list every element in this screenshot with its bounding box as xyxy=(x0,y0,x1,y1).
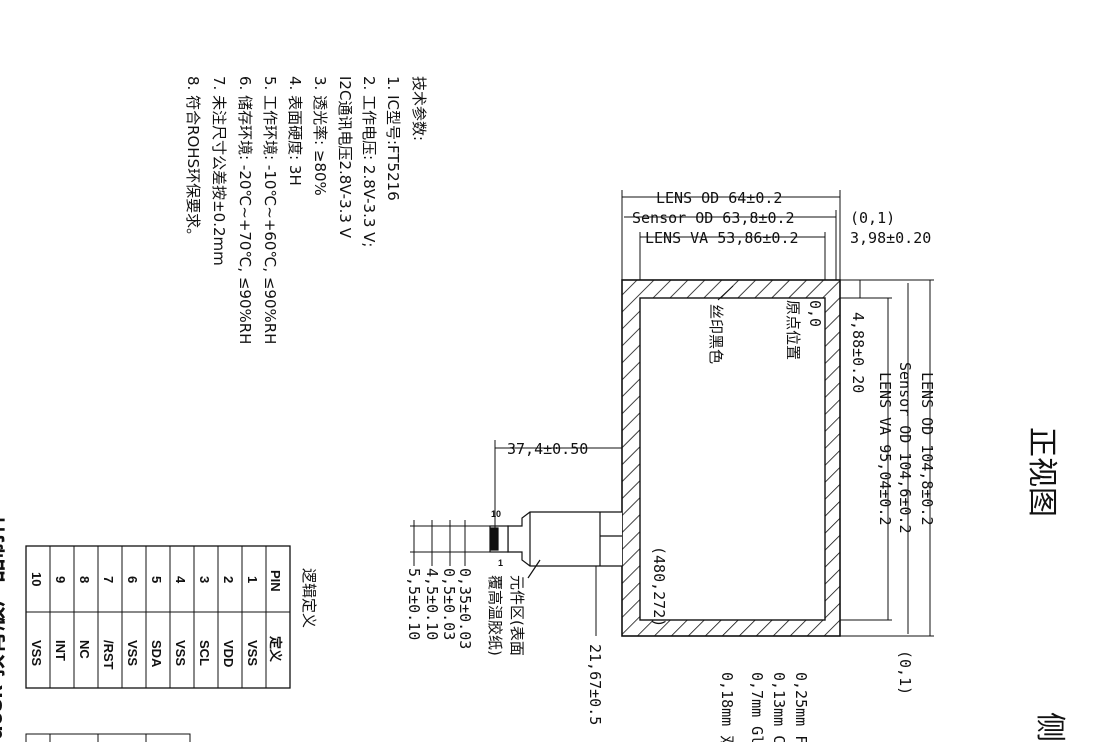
pin-table-header-pin: PIN xyxy=(268,570,283,592)
spec-item: 3. 透光率: ≥80% xyxy=(311,76,329,196)
pin-cell: 4 xyxy=(173,576,188,584)
pin-table-header-def: 定义 xyxy=(268,635,283,663)
watermark-text: desk 教育版产品制作 xyxy=(0,511,8,740)
pin-cell: 8 xyxy=(77,576,92,583)
layer-note: 0,25mm F xyxy=(792,672,810,742)
dim-lens-od-height: LENS OD 104,8±0.2 xyxy=(918,372,936,526)
spec-item: 6. 储存环境: -20℃~+70℃, ≤90%RH xyxy=(236,76,254,344)
dim-sensor-od-height: Sensor OD 104,6±0.2 xyxy=(896,362,914,534)
spec-item: 7. 未注尺寸公差按±0.2mm xyxy=(210,76,228,266)
pin-cell: 10 xyxy=(29,572,44,586)
spec-item: 2. 工作电压: 2.8V-3.3 V; xyxy=(360,76,378,248)
dim-lens-va-width: LENS VA 53,86±0.2 xyxy=(645,229,799,247)
fpc-dimensions xyxy=(410,440,622,636)
spec-item: 1. IC型号:FT5216 xyxy=(384,76,402,201)
dim-lens-va-height: LENS VA 95,04±0.2 xyxy=(876,372,894,526)
dim-lens-od-width: LENS OD 64±0.2 xyxy=(656,189,782,207)
pin-cell: 2 xyxy=(221,576,236,583)
pin-cell: 9 xyxy=(53,576,68,583)
component-area-label: 元件区(表面 xyxy=(508,575,526,656)
pin-cell: 1 xyxy=(245,576,260,583)
pin-cell: 3 xyxy=(197,576,212,583)
top-dimensions xyxy=(621,190,841,298)
side-view-title-partial: 侧 xyxy=(1032,712,1067,742)
touch-panel-outline xyxy=(621,279,841,637)
pin-cell: SCL xyxy=(197,640,212,666)
fpc-tail xyxy=(489,511,622,579)
silk-print-label: 丝印黑色 xyxy=(707,304,725,364)
dim-origin-bottom: (0,1) xyxy=(896,650,914,695)
spec-item: 8. 符合ROHS环保要求。 xyxy=(184,76,202,243)
pin-table: 逻辑定义 PIN 定义 1 VSS 2 VDD 3 SCL 4 VSS 5 SD… xyxy=(25,545,318,689)
dim-pitch-3: 4,5±0.10 xyxy=(423,568,441,640)
pin-cell: VSS xyxy=(29,640,44,666)
dim-origin-top: (0,1) xyxy=(850,209,895,227)
component-area-label-2: 覆高温胶纸) xyxy=(486,575,504,656)
dim-offset-left: 4,88±0.20 xyxy=(849,312,867,393)
dim-sensor-od-width: Sensor OD 63,8±0.2 xyxy=(632,209,795,227)
spec-list: 技术参数: 1. IC型号:FT5216 2. 工作电压: 2.8V-3.3 V… xyxy=(184,76,428,344)
spec-item: I2C通讯电压2.8V-3.3 V xyxy=(336,76,354,239)
pin-cell: VSS xyxy=(173,640,188,666)
pin-cell: NC xyxy=(77,640,92,659)
dim-pitch-2: 0,5±0.03 xyxy=(440,568,458,640)
layer-note: 0,7mm Gla xyxy=(748,672,766,742)
pin-cell: 7 xyxy=(101,576,116,583)
title-block-fragment xyxy=(25,733,191,742)
pin-cell: 5 xyxy=(149,576,164,583)
silk-print-leader xyxy=(717,285,734,301)
pin-cell: SDA xyxy=(149,640,164,668)
dim-pitch-1: 0,35±0.03 xyxy=(456,568,474,649)
layer-note: 0,18mm 双面 xyxy=(718,672,736,742)
pin-cell: /RST xyxy=(101,640,116,670)
spec-item: 4. 表面硬度: 3H xyxy=(286,76,304,186)
view-title: 正视图 xyxy=(1024,427,1059,517)
pin-cell: VDD xyxy=(221,640,236,667)
dim-fpc-length: 37,4±0.50 xyxy=(507,440,588,458)
pin-table-title: 逻辑定义 xyxy=(300,568,318,628)
pin-cell: VSS xyxy=(245,640,260,666)
end-coordinate: (480,272) xyxy=(650,546,668,627)
layer-note: 0,13mm C xyxy=(770,672,788,742)
pin-cell: 6 xyxy=(125,576,140,583)
origin-coordinate: 0,0 xyxy=(806,300,824,327)
origin-label: 原点位置 xyxy=(784,300,802,360)
pin-cell: VSS xyxy=(125,640,140,666)
pin-cell: INT xyxy=(53,640,68,661)
spec-heading: 技术参数: xyxy=(410,76,428,141)
pin-number-1: 1 xyxy=(498,558,503,568)
spec-item: 5. 工作环境: -10℃~+60℃, ≤90%RH xyxy=(261,76,279,344)
pin-number-10: 10 xyxy=(491,509,501,519)
right-dimensions xyxy=(825,279,934,637)
dim-offset-top: 3,98±0.20 xyxy=(850,229,931,247)
dim-pitch-4: 5,5±0.10 xyxy=(405,568,423,640)
dim-fpc-offset: 21,67±0.5 xyxy=(586,644,604,725)
